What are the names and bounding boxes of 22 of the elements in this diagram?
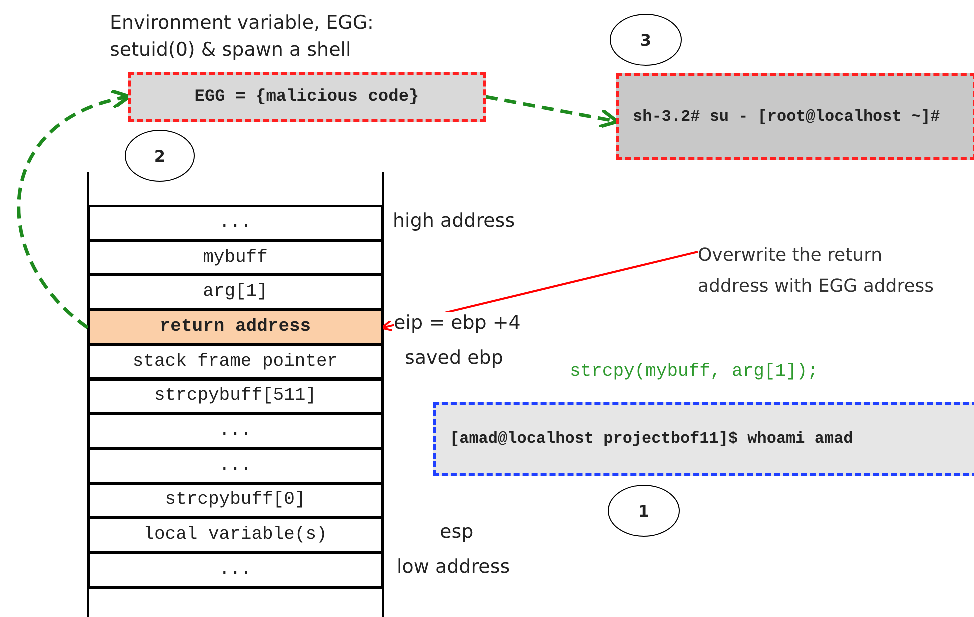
stack-cell: ... <box>88 552 383 588</box>
step-circle: 2 <box>125 130 195 182</box>
leader-arrow <box>381 251 698 332</box>
stack-cell: strcpybuff[0] <box>88 482 383 518</box>
stack-cell: arg[1] <box>88 274 383 310</box>
terminal-box: sh-3.2# su - [root@localhost ~]# <box>616 73 974 160</box>
stack-cell: ... <box>88 448 383 484</box>
code-box: EGG = {malicious code} <box>128 72 486 122</box>
stack-cell: ... <box>88 413 383 449</box>
terminal-box: [amad@localhost projectbof11]$ whoami amad <box>433 402 974 476</box>
stack-cell: stack frame pointer <box>88 344 383 380</box>
stack-cell: strcpybuff[511] <box>88 378 383 414</box>
stack-cell: mybuff <box>88 240 383 276</box>
annotation-text: Overwrite the return address with EGG address <box>698 240 938 340</box>
step-circle: 1 <box>608 485 680 537</box>
step-circle: 3 <box>610 14 682 66</box>
address-label: eip = ebp +4 <box>394 312 521 334</box>
stack-cell: ... <box>88 205 383 241</box>
address-label: high address <box>393 210 516 232</box>
address-label: saved ebp <box>405 347 504 369</box>
stack-cell: return address <box>88 309 383 345</box>
stack-cell: local variable(s) <box>88 517 383 553</box>
